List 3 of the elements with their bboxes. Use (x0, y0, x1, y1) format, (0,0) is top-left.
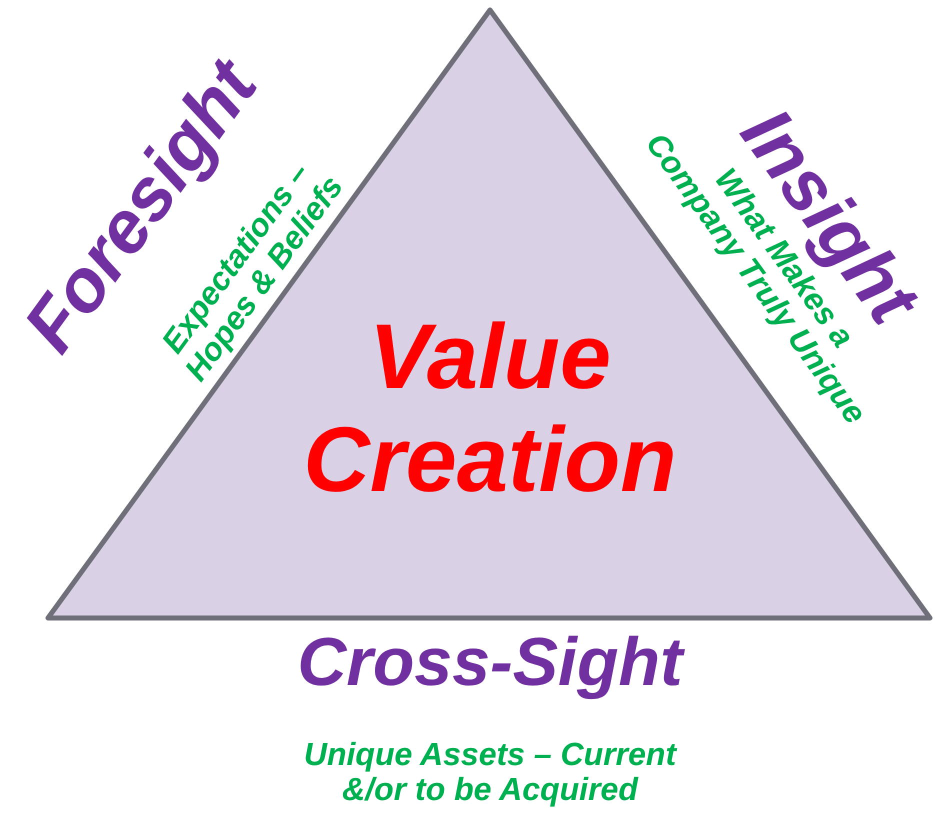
side-subtitle: Unique Assets – Current &/or to be Acquired (302, 737, 678, 808)
side-heading: Cross-Sight (296, 624, 686, 700)
title-text: Value Creation (302, 306, 678, 512)
